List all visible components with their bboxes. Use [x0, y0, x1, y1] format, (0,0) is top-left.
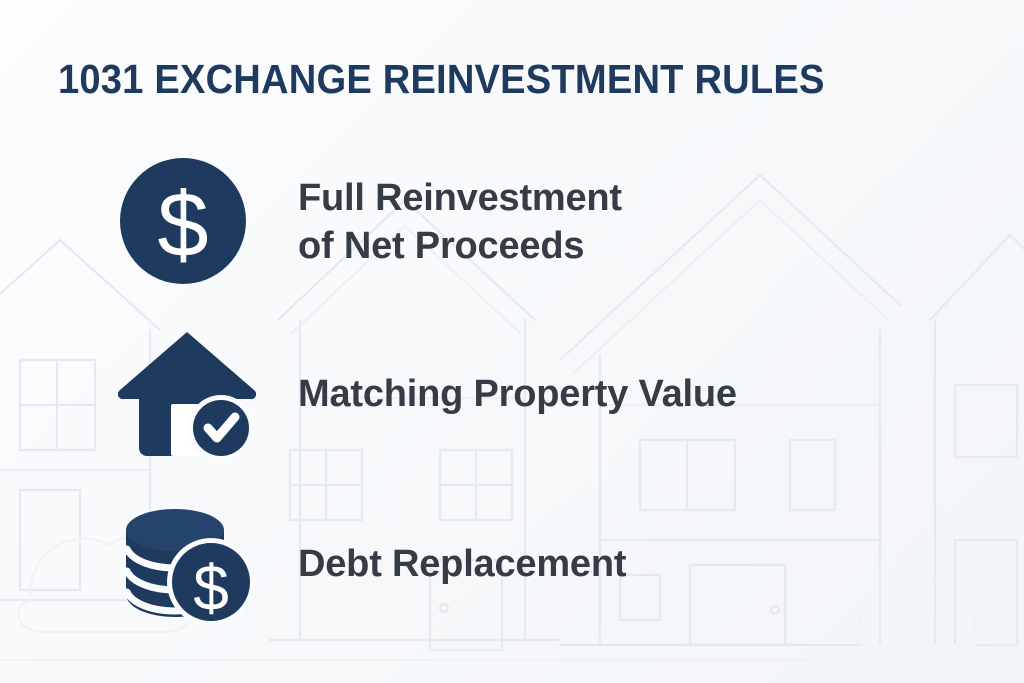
- rule-label: Debt Replacement: [298, 543, 627, 585]
- svg-text:$: $: [157, 174, 208, 276]
- dollar-circle-icon: $: [118, 155, 258, 287]
- rule-label: Full Reinvestment of Net Proceeds: [298, 177, 622, 267]
- svg-text:$: $: [193, 552, 229, 624]
- rule-item-full-reinvestment: $ Full Reinvestment of Net Proceeds: [118, 155, 622, 287]
- rule-item-matching-property-value: Matching Property Value: [118, 328, 737, 460]
- coin-stack-dollar-icon: $: [118, 498, 258, 630]
- rule-label: Matching Property Value: [298, 373, 737, 415]
- page-title: 1031 EXCHANGE REINVESTMENT RULES: [58, 56, 825, 102]
- rule-item-debt-replacement: $ Debt Replacement: [118, 498, 627, 630]
- house-check-icon: [118, 328, 258, 460]
